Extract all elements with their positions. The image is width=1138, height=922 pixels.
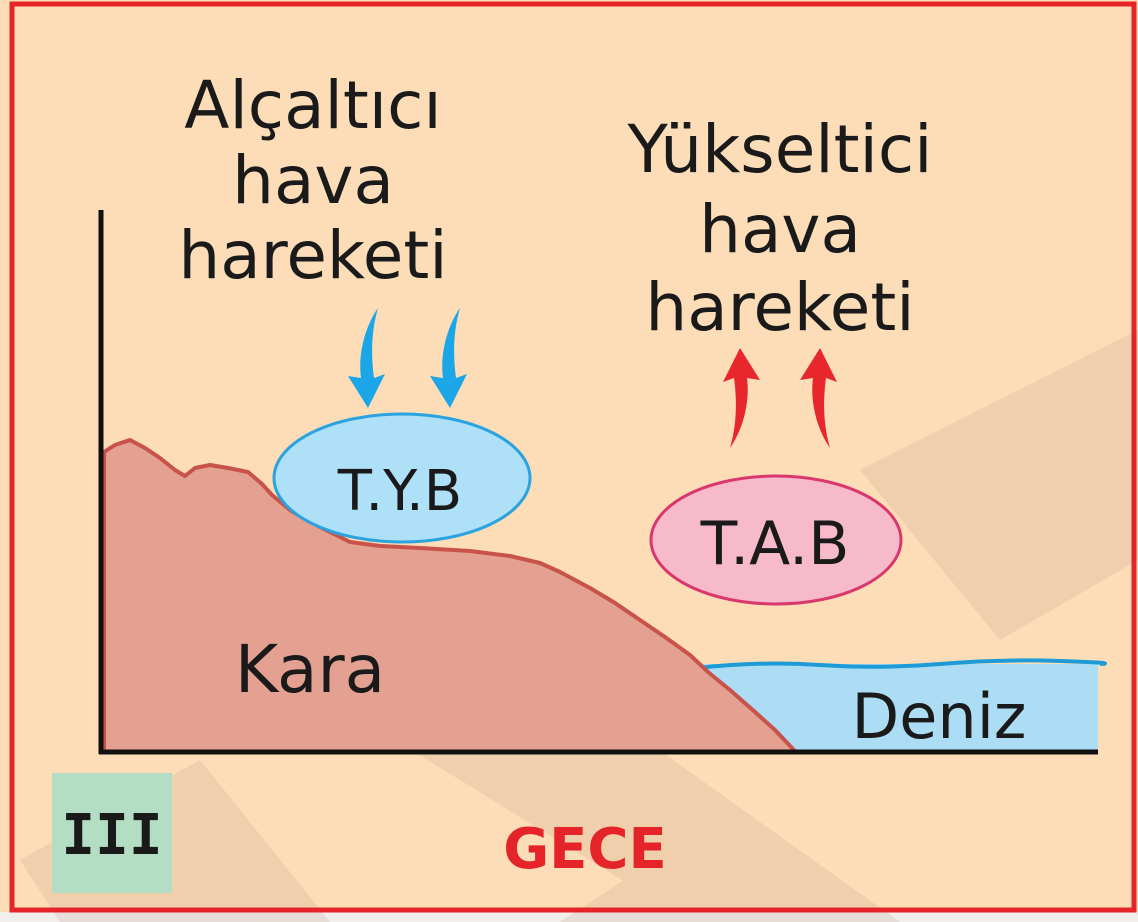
diagram-border xyxy=(9,1,1137,913)
left-label-line-1: Alçaltıcı xyxy=(184,67,441,144)
right-air-movement-label: Yükseltici hava hareketi xyxy=(627,111,933,346)
left-pressure-cell: T.Y.B xyxy=(272,412,532,544)
left-label-line-3: hareketi xyxy=(178,217,447,294)
right-cell-ellipse xyxy=(649,474,903,606)
land-label: Kara xyxy=(235,631,385,708)
sea-label: Deniz xyxy=(852,680,1027,753)
right-cell-label: T.A.B xyxy=(700,509,850,579)
left-label-line-2: hava xyxy=(232,142,394,219)
left-cell-label: T.Y.B xyxy=(337,459,462,524)
land-profile xyxy=(102,438,798,754)
panel-number: III xyxy=(61,803,162,868)
left-cell-ellipse xyxy=(272,412,532,544)
panel-badge-box xyxy=(52,773,172,893)
right-label-line-2: hava xyxy=(699,191,861,268)
sea-surface-line xyxy=(697,658,1107,670)
right-label-line-3: hareketi xyxy=(645,269,914,346)
watermark-shape xyxy=(860,330,1138,640)
time-of-day-label: GECE xyxy=(503,817,667,882)
right-label-line-1: Yükseltici xyxy=(627,111,933,188)
panel-number-badge: III xyxy=(52,773,172,893)
right-pressure-cell: T.A.B xyxy=(649,474,903,606)
left-air-movement-label: Alçaltıcı hava hareketi xyxy=(178,67,447,294)
watermark-shape xyxy=(560,830,820,922)
